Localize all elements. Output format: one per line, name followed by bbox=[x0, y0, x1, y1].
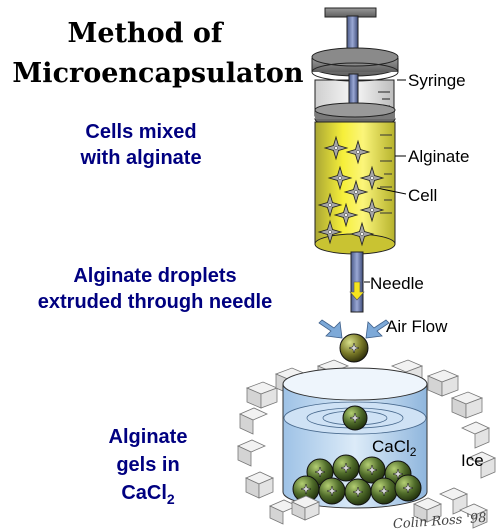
step3-caption-line-1: Alginate bbox=[109, 426, 188, 448]
gel-bead bbox=[358, 456, 386, 484]
alginate-droplet bbox=[339, 333, 369, 363]
ice-label: Ice bbox=[461, 451, 484, 470]
step2-caption-line-1: Alginate droplets bbox=[73, 265, 236, 287]
title-line-2: Microencapsulaton bbox=[12, 58, 304, 89]
ice-cubes-front bbox=[291, 495, 442, 523]
step2-caption-line-2: extruded through needle bbox=[38, 291, 272, 313]
gel-bead bbox=[318, 477, 346, 505]
cacl2-label: CaCl2 bbox=[372, 437, 417, 459]
gel-bead bbox=[344, 478, 372, 506]
air-flow-left-arrow-icon bbox=[318, 319, 343, 339]
bead-at-surface bbox=[342, 405, 368, 431]
gel-bead bbox=[332, 454, 360, 482]
syringe bbox=[311, 7, 399, 313]
credit-signature: Colin Ross '98 bbox=[392, 511, 487, 531]
barrel-graduations bbox=[380, 134, 392, 214]
step1-caption-line-1: Cells mixed bbox=[85, 121, 196, 143]
ice-cubes bbox=[237, 359, 496, 529]
air-flow-right-arrow-icon bbox=[365, 319, 390, 339]
step3-caption-line-3: CaCl2 bbox=[121, 482, 175, 507]
ice-bath bbox=[237, 359, 496, 529]
title-line-1: Method of bbox=[67, 18, 224, 49]
label-leader-lines bbox=[364, 79, 407, 283]
settled-beads bbox=[292, 454, 422, 506]
needle-label: Needle bbox=[370, 274, 424, 293]
air-flow-label: Air Flow bbox=[386, 317, 448, 336]
gel-bead bbox=[370, 477, 398, 505]
step3-caption-line-2: gels in bbox=[116, 454, 179, 476]
alginate-label: Alginate bbox=[408, 147, 469, 166]
air-flow-arrows bbox=[318, 319, 390, 339]
syringe-label: Syringe bbox=[408, 71, 466, 90]
flow-arrow-icon bbox=[349, 281, 365, 301]
plunger-rod bbox=[346, 15, 359, 53]
gel-bead bbox=[394, 474, 422, 502]
cell-label: Cell bbox=[408, 186, 437, 205]
step1-caption-line-2: with alginate bbox=[79, 147, 201, 169]
